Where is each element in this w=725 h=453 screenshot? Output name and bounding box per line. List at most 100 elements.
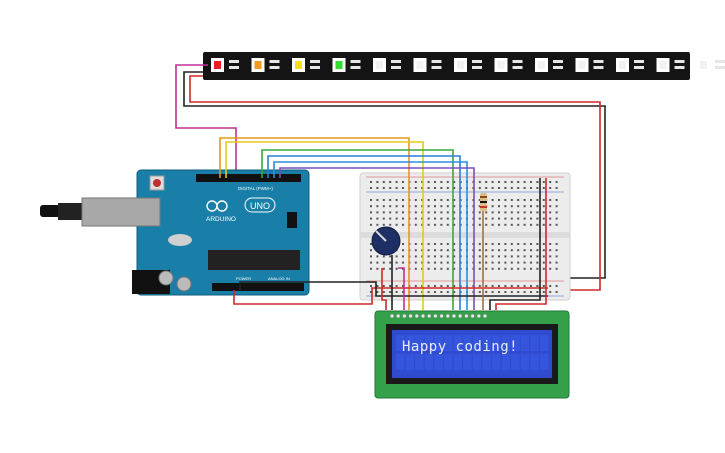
breadboard-hole [517,217,520,220]
breadboard-hole [370,255,372,258]
lcd-cell [424,335,434,351]
breadboard-hole [536,249,539,252]
breadboard-hole [504,249,507,252]
usb-cable-end [40,205,60,217]
breadboard-hole [542,217,545,220]
lcd-cell [434,354,443,370]
lcd-cell [492,335,501,351]
breadboard-hole [504,217,507,220]
breadboard-hole [434,199,436,201]
rail-hole [389,285,392,287]
icsp-header [287,212,297,228]
breadboard-hole [530,255,532,258]
rail-hole [446,181,449,183]
breadboard-hole [510,267,513,270]
lcd-pin [452,314,457,319]
breadboard-hole [434,243,436,245]
lcd-pin [445,314,450,319]
breadboard-hole [389,223,392,226]
breadboard-hole [523,255,526,258]
lcd-cell [405,335,414,351]
led-strip [203,52,725,80]
strip-wires [175,64,606,291]
lcd-cell [530,335,539,351]
breadboard-hole [536,243,539,245]
rail-hole [498,291,500,293]
rail-hole [536,181,539,183]
breadboard-hole [440,255,443,258]
breadboard-hole [542,267,545,270]
rail-hole [453,187,456,189]
lcd-display-text: Happy coding! [402,339,519,355]
lcd-cell [472,335,482,351]
led-pad [553,60,563,63]
breadboard-hole [555,205,558,208]
breadboard-hole [549,249,552,252]
led-pad [391,60,401,63]
potentiometer [371,226,401,256]
breadboard-hole [491,199,494,201]
lcd-cell [405,354,414,370]
breadboard-hole [427,205,430,208]
led-pixel [659,61,667,69]
breadboard-hole [530,205,532,208]
breadboard-hole [491,255,494,258]
breadboard-hole [453,267,456,270]
rail-hole [453,181,456,183]
lcd-cell [540,335,549,351]
wire-pot-wiper [398,267,405,310]
led-pixel [538,61,545,69]
breadboard-hole [504,261,507,264]
rail-hole [510,291,513,293]
rail-hole [370,285,372,287]
breadboard-hole [504,205,507,208]
breadboard-hole [382,223,385,226]
breadboard-hole [478,217,481,220]
rail-hole [427,291,430,293]
breadboard-hole [517,205,520,208]
breadboard-hole [536,223,539,226]
breadboard-hole [402,261,404,264]
breadboard-hole [555,249,558,252]
breadboard-hole [485,255,488,258]
lcd-cell [463,335,472,351]
rail-hole [402,291,404,293]
rail-hole [446,291,449,293]
rail-hole [523,187,526,189]
breadboard-hole [382,261,385,264]
breadboard-hole [555,223,558,226]
breadboard-hole [504,211,507,214]
lcd-cell [511,354,520,370]
rail-hole [517,181,520,183]
breadboard-hole [523,211,526,214]
breadboard-hole [504,243,507,245]
usb-cable-plug [58,203,82,220]
wire-rail-gnd [489,178,541,310]
breadboard-hole [434,211,436,214]
rail-hole [536,187,539,189]
lcd-pin [402,314,407,319]
rail-hole [530,181,532,183]
breadboard-hole [504,223,507,226]
led-pad [553,66,563,69]
breadboard-hole [402,223,404,226]
analog-header-label: ANALOG IN [268,276,290,281]
rail-hole [555,285,558,287]
lcd-pin [390,314,395,319]
breadboard-hole [478,261,481,264]
wire-5v [233,287,548,305]
rail-hole [523,291,526,293]
breadboard-hole [517,243,520,245]
breadboard-hole [370,267,372,270]
rail-hole [434,181,436,183]
breadboard-hole [498,249,500,252]
breadboard-hole [402,243,404,245]
rail-hole [414,285,417,287]
breadboard-hole [517,255,520,258]
rail-hole [376,291,379,293]
rail-hole [523,181,526,183]
breadboard-hole [427,267,430,270]
breadboard-hole [498,211,500,214]
lcd-cell [520,335,530,351]
